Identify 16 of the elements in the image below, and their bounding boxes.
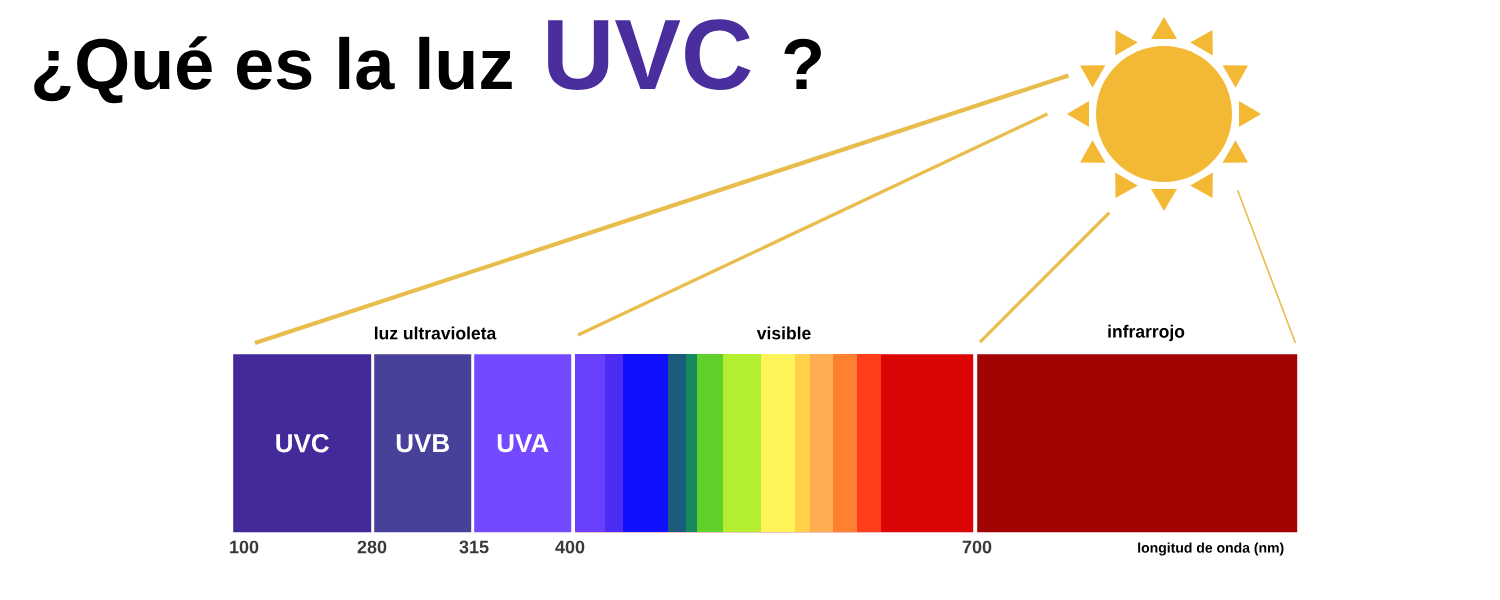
ray-line: [978, 211, 1111, 344]
band-heading: infrarrojo: [1108, 324, 1185, 342]
sun-drawing: [1067, 17, 1261, 211]
tick-label: 400: [555, 540, 585, 554]
ray-line: [254, 73, 1070, 345]
tick-label: 280: [357, 540, 387, 554]
ray-line: [1236, 189, 1297, 344]
band-heading: luz ultravioleta: [374, 326, 497, 340]
tick-label: 315: [459, 540, 489, 554]
band-heading: visible: [756, 326, 811, 340]
tick-label: 700: [962, 540, 992, 554]
ray-line: [577, 112, 1049, 337]
spectrum-block: UVB: [374, 354, 472, 533]
spectrum-block: UVA: [474, 354, 572, 533]
title: ¿Qué es la luz UVC ?: [34, 19, 821, 104]
spectrum-block: UVC: [233, 354, 372, 533]
